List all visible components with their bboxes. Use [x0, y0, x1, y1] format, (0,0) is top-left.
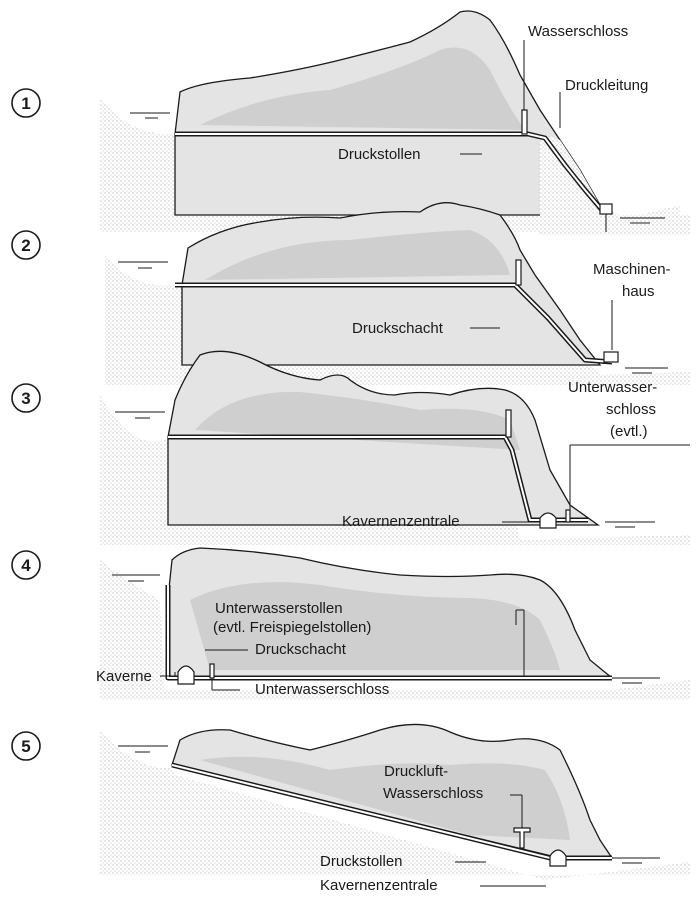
label-unterwasserstollen-line2: (evtl. Freispiegelstollen) — [213, 619, 371, 636]
scheme-1-powerhouse — [600, 204, 612, 214]
scheme-2-powerhouse — [604, 352, 618, 362]
label-s4-druckschacht: Druckschacht — [255, 641, 347, 658]
scheme-5-cavern-powerhouse — [550, 850, 566, 866]
scheme-1: 1 Wasserschloss Druckleitung Druckstolle… — [12, 11, 690, 235]
label-maschinenhaus-line2: haus — [622, 283, 655, 300]
label-maschinenhaus-line1: Maschinen- — [593, 261, 671, 278]
label-unterwasserschloss-line2: schloss — [606, 401, 656, 418]
label-unterwasserschloss-line1: Unterwasser- — [568, 379, 657, 396]
scheme-1-surge-tank — [522, 110, 527, 134]
scheme-4-cavern — [178, 666, 194, 684]
label-s3-kavernenzentrale: Kavernenzentrale — [342, 513, 460, 530]
label-s4-unterwasserschloss: Unterwasserschloss — [255, 681, 389, 698]
label-druckleitung: Druckleitung — [565, 77, 648, 94]
scheme-5: 5 Druckluft- Wasserschloss Druckstollen … — [12, 724, 690, 894]
scheme-4-tailwater-surge-tank — [210, 664, 214, 678]
scheme-3-surge-tank — [506, 410, 511, 437]
label-druckluft-line2: Wasserschloss — [383, 785, 483, 802]
label-s5-druckstollen: Druckstollen — [320, 853, 403, 870]
label-druckluft-line1: Druckluft- — [384, 763, 448, 780]
scheme-3-cavern-powerhouse — [540, 513, 556, 528]
scheme-2-number: 2 — [21, 236, 30, 255]
label-s5-kavernenzentrale: Kavernenzentrale — [320, 877, 438, 894]
label-unterwasserschloss-evtl: (evtl.) — [610, 423, 648, 440]
scheme-4-number: 4 — [21, 556, 31, 575]
scheme-1-number: 1 — [21, 94, 30, 113]
scheme-3-tailwater-surge-tank — [566, 510, 570, 522]
label-s1-druckstollen: Druckstollen — [338, 146, 421, 163]
scheme-1-slope — [540, 134, 690, 235]
label-kaverne: Kaverne — [96, 668, 152, 685]
scheme-3-number: 3 — [21, 389, 30, 408]
label-wasserschloss: Wasserschloss — [528, 23, 628, 40]
label-unterwasserstollen-line1: Unterwasserstollen — [215, 600, 343, 617]
scheme-4: 4 Unterwasserstollen (evtl. Freispiegels… — [12, 548, 690, 700]
scheme-2-surge-tank — [516, 260, 521, 285]
scheme-5-number: 5 — [21, 737, 30, 756]
label-s2-druckschacht: Druckschacht — [352, 320, 444, 337]
